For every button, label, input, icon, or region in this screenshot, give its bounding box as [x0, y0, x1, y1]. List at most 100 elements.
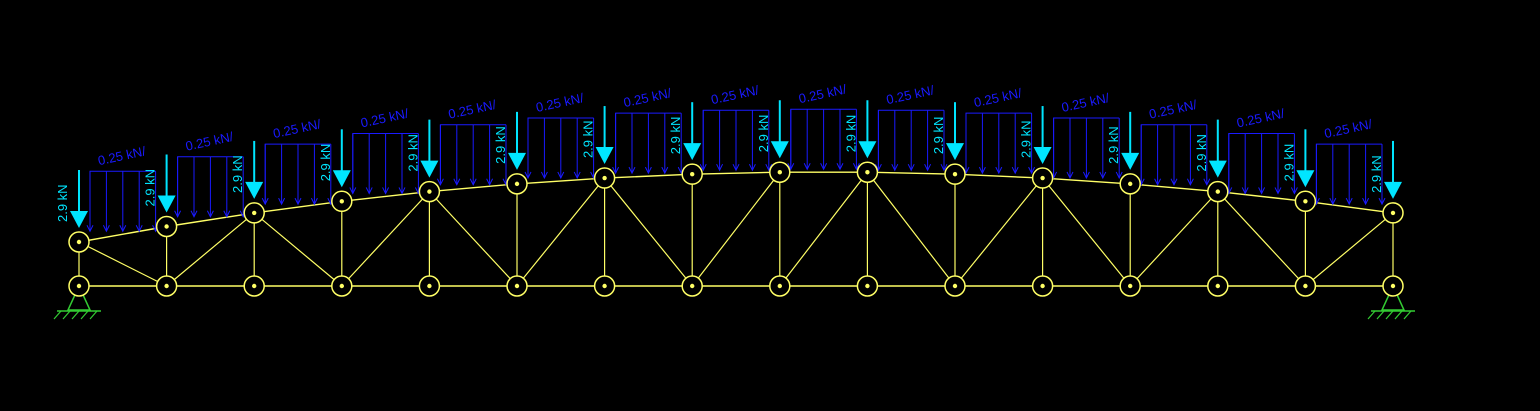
truss-members [78, 171, 1394, 287]
distributed-load-arrowhead [1082, 171, 1090, 180]
point-loads: 2.9 kN 2.9 kN 2.9 kN 2.9 kN 2.9 kN 2.9 kN 2.9 … [55, 100, 1402, 228]
point-load-label: 2.9 kN [1281, 144, 1296, 182]
truss-node-center [252, 283, 257, 289]
point-load-arrowhead-icon [595, 147, 614, 165]
distributed-load-arrowhead [1241, 187, 1249, 195]
truss-node-center [252, 210, 257, 216]
support-hatch [89, 310, 98, 320]
point-load-arrowhead-icon [1033, 147, 1052, 165]
point-load-label: 2.9 kN [1019, 120, 1034, 158]
distributed-load-arrowhead [382, 187, 390, 195]
truss-diagonal [341, 191, 430, 287]
distributed-load-arrowhead [1290, 187, 1298, 195]
distributed-load-label: 0.25 kN/ [797, 81, 848, 106]
distributed-load-arrowhead [174, 210, 182, 218]
truss-node-center [1128, 283, 1133, 289]
truss-diagonal [1305, 212, 1394, 287]
distributed-load-arrowhead [748, 163, 756, 172]
distributed-load-arrowhead [891, 163, 899, 172]
point-load-arrowhead-icon [245, 181, 264, 199]
point-load-arrowhead-icon [1208, 160, 1227, 178]
distributed-load-label: 0.25 kN/ [1323, 116, 1374, 141]
point-load-arrowhead-icon [770, 141, 789, 159]
support-hatch [1376, 310, 1385, 320]
point-load-arrowhead-icon [70, 211, 88, 228]
distributed-load-arrowhead [978, 166, 986, 175]
point-load-label: 2.9 kN [668, 117, 683, 155]
truss-diagonal [1217, 191, 1306, 287]
point-load-arrowhead-icon [1384, 181, 1402, 199]
distributed-load-arrowhead [398, 187, 406, 195]
pin-support-icon [1380, 284, 1406, 311]
distributed-load-arrowhead [644, 166, 652, 175]
truss-diagonal [1129, 191, 1219, 287]
distributed-load-label: 0.25 kN/ [622, 85, 673, 110]
distributed-load-label: 0.25 kN/ [885, 82, 936, 107]
distributed-load-label: 0.25 kN/ [1060, 90, 1111, 115]
point-load-arrowhead-icon [157, 195, 176, 213]
distributed-load-arrowhead [573, 171, 581, 180]
distributed-load-arrowhead [1154, 178, 1162, 186]
distributed-load-arrowhead [86, 225, 94, 233]
truss-node-center [514, 283, 520, 289]
distributed-load-arrowhead [365, 187, 373, 195]
truss-node-center [76, 239, 82, 245]
support-hatch [1385, 310, 1394, 320]
truss-diagonal [866, 171, 956, 287]
point-load-arrowhead-icon [508, 152, 526, 170]
truss-node-center [777, 170, 782, 175]
distributed-load-arrowhead [540, 171, 548, 180]
distributed-load-arrowhead [765, 163, 773, 172]
distributed-load-arrowhead [119, 225, 127, 233]
truss-node-center [339, 199, 344, 204]
truss-diagonal [604, 177, 693, 287]
distributed-load-arrowhead [836, 163, 844, 171]
point-load-arrowhead-icon [1296, 170, 1315, 188]
distributed-load-arrowhead [278, 197, 286, 206]
distributed-load-arrowhead [1028, 166, 1036, 175]
distributed-load-arrowhead [1099, 171, 1107, 180]
distributed-load-arrowhead [661, 166, 669, 175]
point-load-label: 2.9 kN [581, 120, 596, 158]
distributed-load-arrowhead [924, 163, 932, 172]
distributed-load-arrowhead [716, 163, 724, 172]
truss-node-center [602, 175, 607, 181]
truss-diagonal [428, 191, 518, 287]
point-load-label: 2.9 kN [143, 169, 158, 207]
truss-node-center [1215, 283, 1221, 289]
distributed-load-arrowhead [261, 197, 269, 206]
point-load-label: 2.9 kN [405, 134, 420, 172]
truss-node-center [777, 283, 782, 289]
point-load-label: 2.9 kN [843, 115, 858, 153]
distributed-load-label: 0.25 kN/ [359, 106, 410, 131]
truss-diagonal [78, 241, 167, 287]
distributed-load-arrowhead [874, 163, 882, 172]
point-load-arrowhead-icon [332, 170, 351, 188]
distributed-load-arrowhead [1170, 178, 1178, 186]
distributed-load-arrowhead [190, 210, 198, 218]
point-load-label: 2.9 kN [756, 115, 771, 153]
support-hatch [62, 310, 71, 320]
truss-node-center [1390, 210, 1396, 216]
support-hatch [1403, 310, 1412, 320]
truss-diagonal [779, 171, 868, 287]
distributed-load-arrowhead [787, 163, 795, 171]
distributed-load-arrowhead [628, 166, 636, 175]
truss-node-center [427, 189, 432, 194]
support-hatch [1367, 310, 1376, 320]
distributed-load-label: 0.25 kN/ [447, 97, 498, 122]
point-load-arrowhead-icon [683, 143, 702, 161]
truss-node-center [865, 283, 870, 289]
point-load-label: 2.9 kN [931, 117, 946, 155]
truss-nodes [68, 161, 1404, 297]
distributed-load-arrowhead [135, 225, 143, 233]
distributed-load-label: 0.25 kN/ [184, 129, 235, 154]
truss-node-center [339, 283, 344, 289]
truss-node-center [602, 283, 607, 289]
distributed-load-arrowhead [699, 163, 707, 172]
truss-node-center [1390, 283, 1396, 289]
truss-node-center [690, 171, 695, 177]
point-load-arrowhead-icon [946, 143, 964, 161]
distributed-load-arrowhead [1115, 171, 1123, 180]
distributed-load-label: 0.25 kN/ [97, 143, 148, 168]
